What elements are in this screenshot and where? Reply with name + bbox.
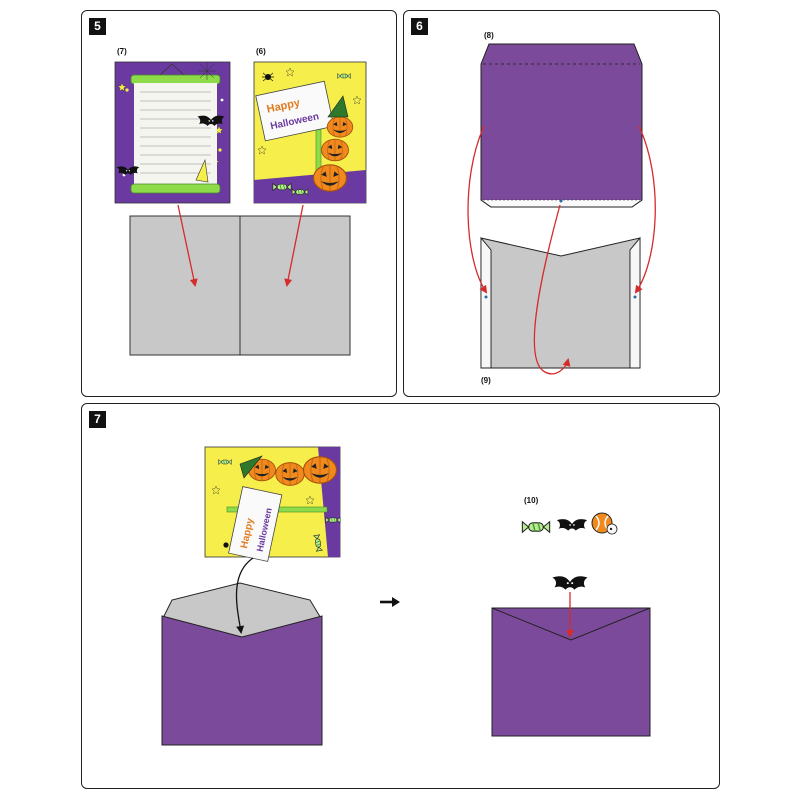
sticker-bat-icon	[556, 519, 588, 531]
sticker-pumpkin-candy-icon	[591, 512, 618, 535]
envelope-open	[161, 582, 323, 746]
arrow-card-into-envelope	[235, 557, 254, 634]
arrow-liner-insert	[533, 204, 571, 375]
next-step-arrowhead	[392, 597, 400, 607]
arrow-left-tab	[467, 125, 488, 294]
card-rotated: Happy Halloween	[204, 446, 341, 562]
label-stickers: (10)	[524, 496, 539, 505]
label-card: (6)	[256, 47, 266, 56]
label-envelope-top: (8)	[484, 31, 494, 40]
label-stationery: (7)	[117, 47, 127, 56]
arrow-card-to-inside	[284, 204, 304, 287]
card-front: Happy Halloween	[253, 61, 367, 204]
sticker-candy-icon	[521, 521, 551, 533]
envelope-flat	[480, 43, 643, 208]
label-envelope-bottom: (9)	[481, 376, 491, 385]
step-5-badge: 5	[89, 18, 106, 35]
envelope-liner	[480, 236, 641, 369]
arrow-stationery-to-inside	[177, 204, 198, 287]
seal-bat-icon	[552, 576, 588, 590]
arrow-right-tab	[634, 125, 656, 294]
stationery-sheet	[114, 61, 231, 204]
envelope-closed	[491, 607, 651, 737]
step-7-badge: 7	[89, 411, 106, 428]
step-6-badge: 6	[411, 18, 428, 35]
